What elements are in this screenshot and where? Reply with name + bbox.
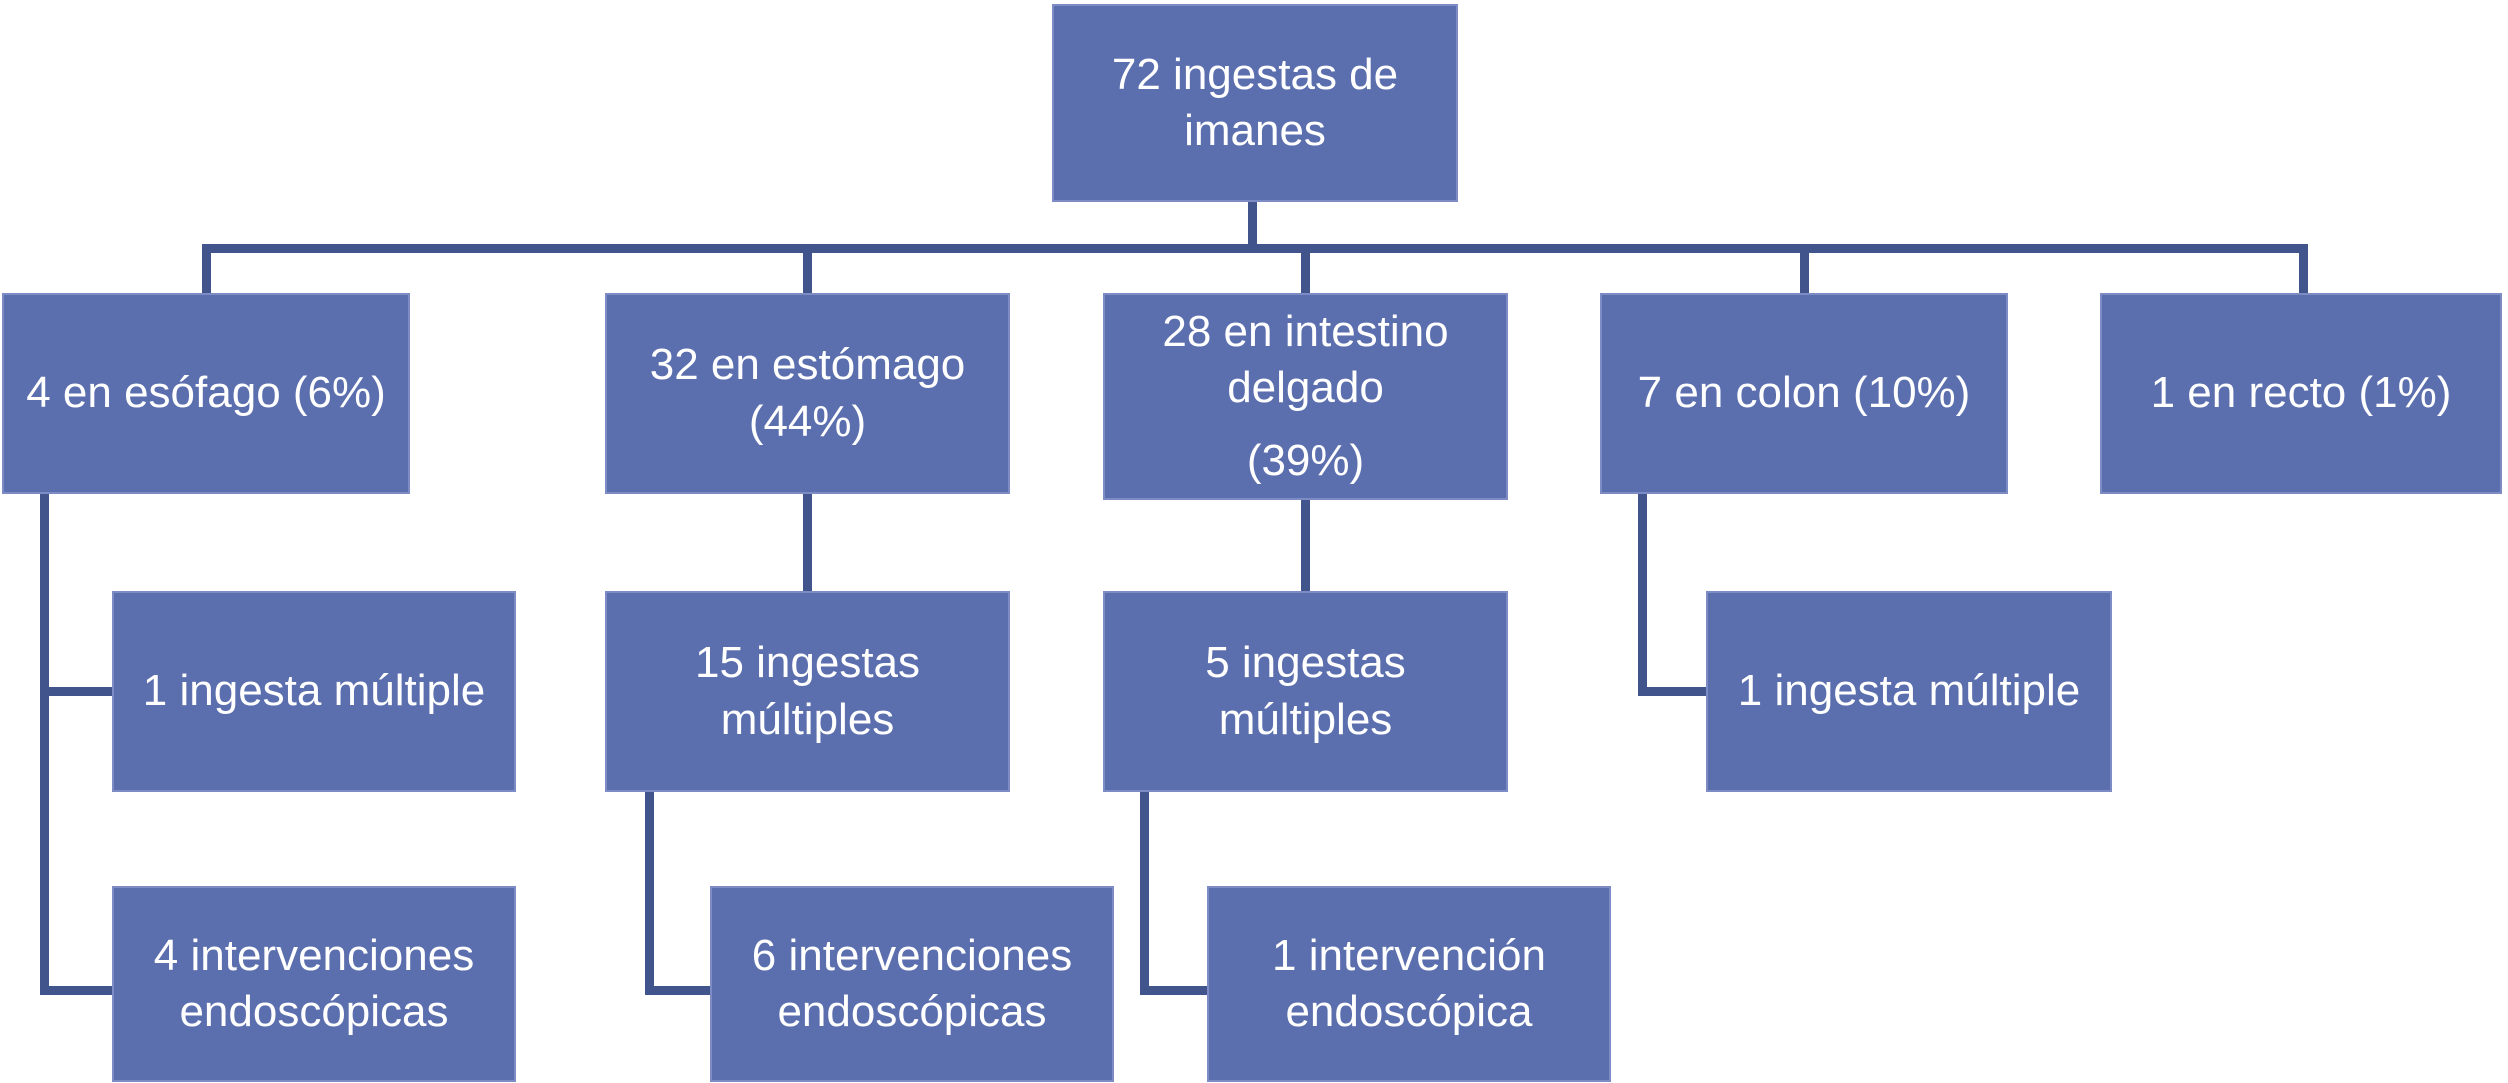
connector-colon-vertical xyxy=(1638,494,1647,696)
node-intestino-sublabel: (39%) xyxy=(1246,435,1365,485)
node-colon-label: 7 en colon (10%) xyxy=(1637,368,1971,418)
node-intestino: 28 en intestino delgado (39%) xyxy=(1103,293,1508,500)
connector-drop-intestino xyxy=(1301,250,1310,295)
node-estomago-intervenciones: 6 intervenciones endoscópicas xyxy=(710,886,1114,1082)
node-esofago-label: 4 en esófago (6%) xyxy=(26,368,386,418)
node-estomago-intervenciones-label: 6 intervenciones endoscópicas xyxy=(751,930,1073,1036)
connector-drop-estomago xyxy=(803,250,812,295)
node-esofago: 4 en esófago (6%) xyxy=(2,293,410,494)
node-colon: 7 en colon (10%) xyxy=(1600,293,2008,494)
node-colon-multiple: 1 ingesta múltiple xyxy=(1706,591,2112,792)
connector-root-stem xyxy=(1248,202,1257,253)
node-estomago-multiples-label: 15 ingestas múltiples xyxy=(694,638,921,744)
connector-drop-recto xyxy=(2299,250,2308,295)
node-estomago: 32 en estómago (44%) xyxy=(605,293,1010,494)
connector-intestino-multiples xyxy=(1301,500,1310,591)
node-estomago-label: 32 en estómago (44%) xyxy=(649,340,966,446)
node-esofago-intervenciones: 4 intervenciones endoscópicas xyxy=(112,886,516,1082)
node-colon-multiple-label: 1 ingesta múltiple xyxy=(1737,666,2081,716)
node-root: 72 ingestas de imanes xyxy=(1052,4,1458,202)
node-intestino-multiples: 5 ingestas múltiples xyxy=(1103,591,1508,792)
node-intestino-label: 28 en intestino delgado xyxy=(1162,307,1449,413)
node-intestino-intervencion-label: 1 intervención endoscópica xyxy=(1272,930,1546,1036)
connector-drop-esofago xyxy=(202,250,211,295)
connector-esofago-elbow-intervenciones xyxy=(46,986,114,995)
node-recto: 1 en recto (1%) xyxy=(2100,293,2502,494)
connector-colon-elbow xyxy=(1644,687,1708,696)
connector-estomago-intervenciones-vertical xyxy=(645,792,654,995)
connector-estomago-multiples xyxy=(803,494,812,591)
node-estomago-multiples: 15 ingestas múltiples xyxy=(605,591,1010,792)
connector-drop-colon xyxy=(1800,250,1809,295)
node-recto-label: 1 en recto (1%) xyxy=(2150,368,2452,418)
connector-esofago-spine xyxy=(40,494,49,995)
connector-intestino-intervencion-elbow xyxy=(1146,986,1209,995)
connector-esofago-elbow-multiple xyxy=(46,687,114,696)
node-esofago-intervenciones-label: 4 intervenciones endoscópicas xyxy=(153,930,475,1036)
node-intestino-intervencion: 1 intervención endoscópica xyxy=(1207,886,1611,1082)
connector-intestino-intervencion-vertical xyxy=(1140,792,1149,995)
node-esofago-multiple-label: 1 ingesta múltiple xyxy=(142,666,486,716)
connector-horizontal-bar xyxy=(202,244,2308,253)
node-root-label: 72 ingestas de imanes xyxy=(1111,49,1399,155)
node-esofago-multiple: 1 ingesta múltiple xyxy=(112,591,516,792)
connector-estomago-intervenciones-elbow xyxy=(651,986,712,995)
node-intestino-multiples-label: 5 ingestas múltiples xyxy=(1205,638,1406,744)
